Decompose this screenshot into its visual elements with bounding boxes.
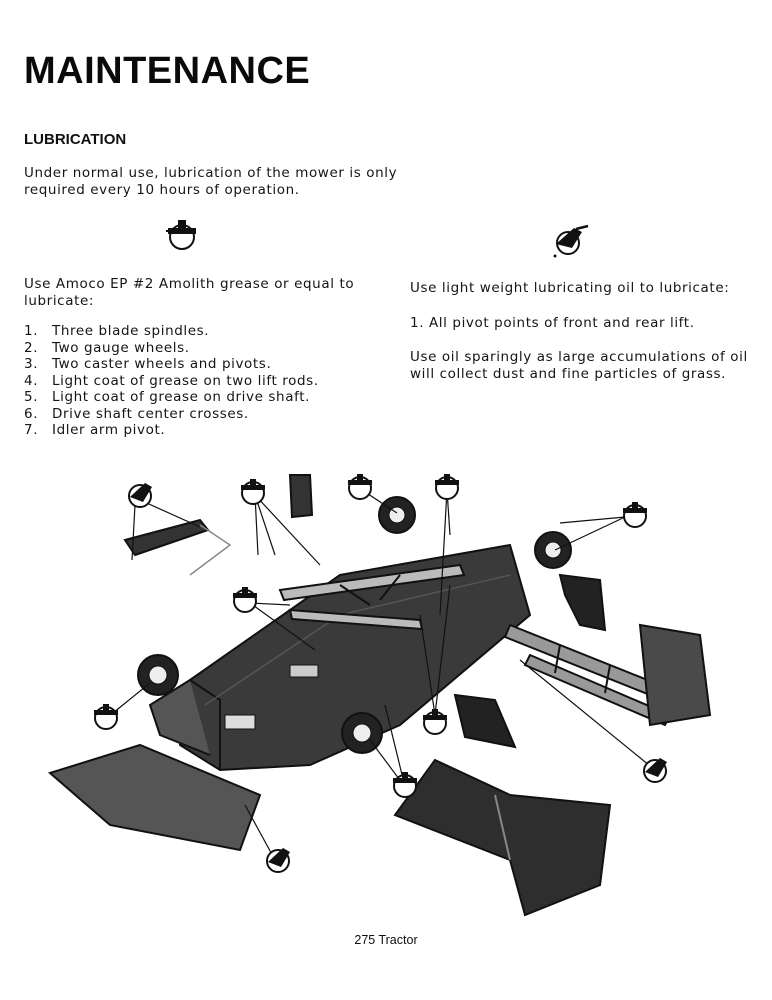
rear-lift-bracket [453,693,517,749]
mower-deck [148,543,532,772]
list-item: 5.Light coat of grease on drive shaft. [24,389,310,405]
wheel [534,531,572,569]
drive-shaft-frame [503,623,712,727]
grease-gun-icon [93,703,119,730]
oil-can-icon [128,482,153,508]
discharge-chute [47,743,262,852]
oil-can-icon [643,757,668,783]
grease-gun-icon [622,501,648,528]
list-item: 4.Light coat of grease on two lift rods. [24,372,319,389]
wheel [341,712,383,754]
mower-lubrication-diagram [47,473,712,917]
oil-can-icon [553,224,589,258]
list-item: 3.Two caster wheels and pivots. [24,356,272,372]
grease-gun-icon [347,473,373,500]
wheel [137,654,179,696]
grease-gun-icon [422,708,448,735]
grease-gun-icon [240,478,266,505]
wheel [378,496,416,534]
lift-frame [278,563,466,631]
hitch-frame [393,758,612,917]
grease-list: 1.Three blade spindles. 2.Two gauge whee… [24,323,319,439]
list-item: 1.Three blade spindles. [24,323,210,339]
grease-gun-icon [232,586,258,613]
oil-note: Use oil sparingly as large accumulations… [410,349,748,382]
grease-instruction: Use Amoco EP #2 Amolith grease or equal … [24,276,355,309]
rear-bracket [123,518,232,576]
callout-lines [107,489,656,861]
diagram-caption: 275 Tractor [354,933,418,947]
grease-gun-icon [166,220,196,250]
grease-gun-icon [434,473,460,500]
list-item: 2.Two gauge wheels. [24,339,190,356]
list-item: 7.Idler arm pivot. [24,422,166,438]
intro-paragraph: Under normal use, lubrication of the mow… [24,165,398,198]
section-heading: LUBRICATION [24,131,127,148]
page-title: MAINTENANCE [24,50,311,92]
small-bracket [288,474,314,519]
oil-list-item: 1. All pivot points of front and rear li… [410,315,695,331]
oil-instruction: Use light weight lubricating oil to lubr… [410,280,730,296]
list-item: 6.Drive shaft center crosses. [24,405,249,422]
side-plate [558,573,607,632]
